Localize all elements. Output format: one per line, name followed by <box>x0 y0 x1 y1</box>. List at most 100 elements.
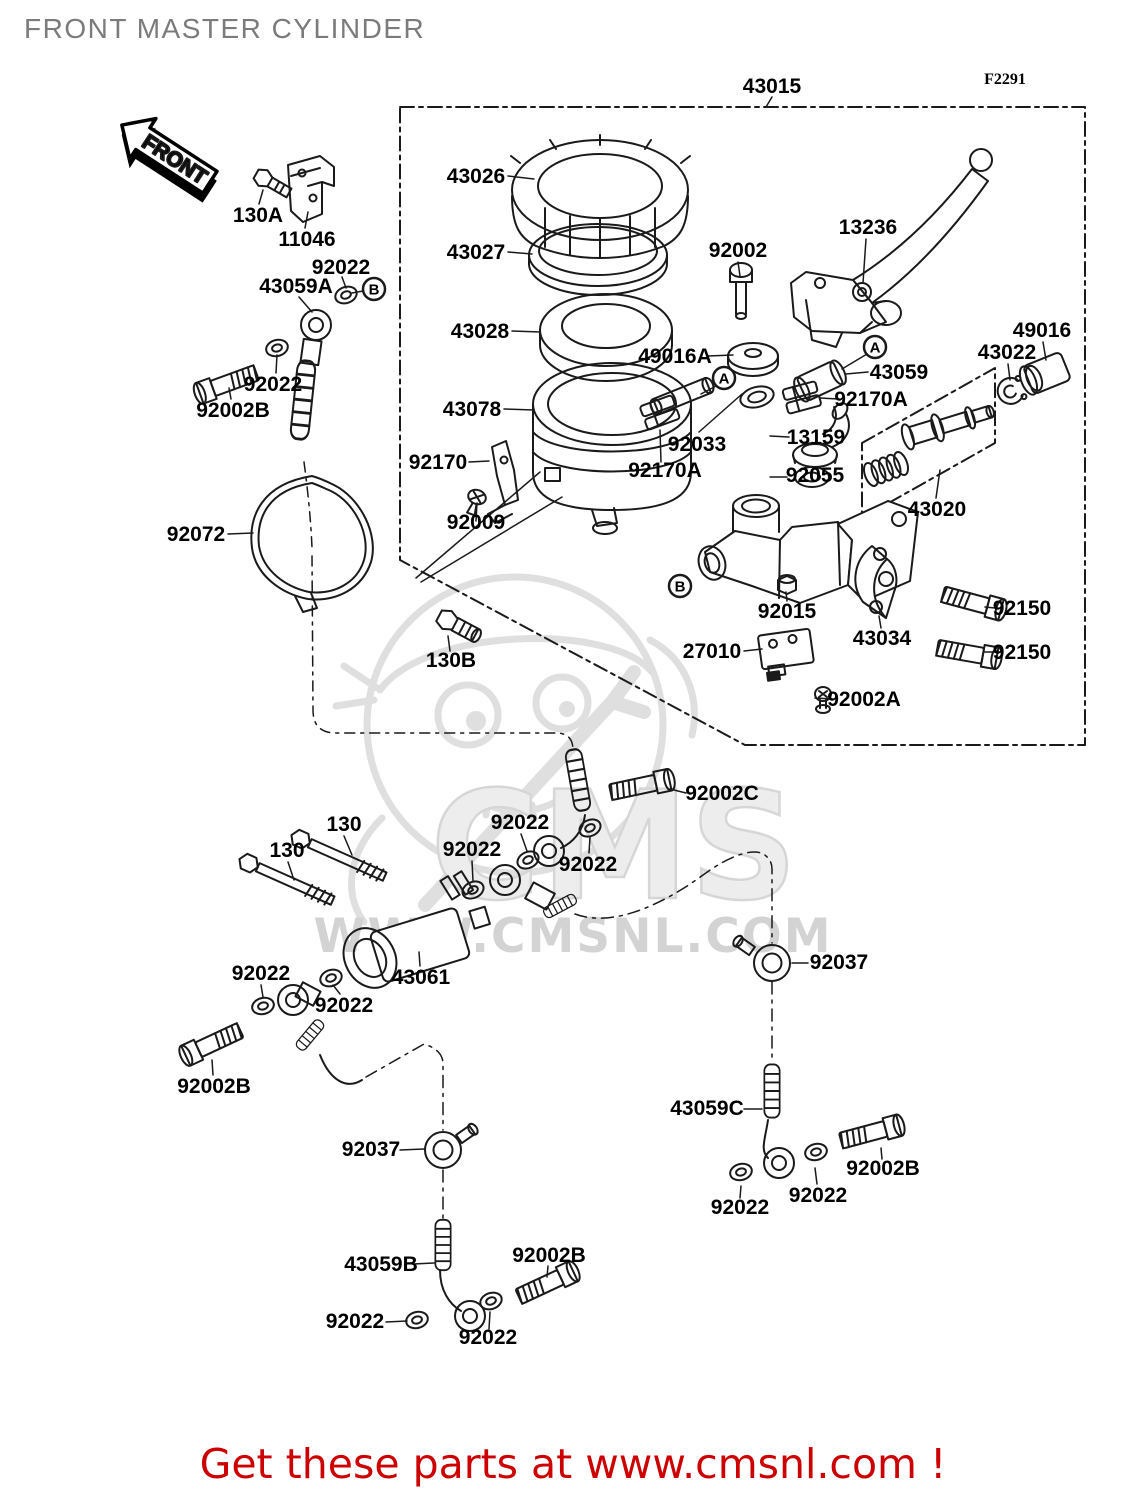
washer-92022 <box>403 1308 431 1332</box>
leader-lines <box>211 96 1047 1330</box>
hose-routing-line <box>365 1043 444 1219</box>
part-label-43059c: 43059C <box>670 1097 744 1120</box>
part-label-92002b: 92002B <box>177 1075 251 1098</box>
ref-marker-circle-b <box>667 573 693 599</box>
part-label-92002c: 92002C <box>685 782 759 805</box>
cap-ring-43027 <box>528 223 668 296</box>
washer-92022 <box>727 1160 755 1184</box>
part-label-92002: 92002 <box>709 239 767 262</box>
part-label-92055: 92055 <box>786 464 845 487</box>
part-label-92022: 92022 <box>232 962 290 985</box>
clamp-43034 <box>854 545 898 619</box>
part-label-92033: 92033 <box>668 433 726 456</box>
brake-lever-13236 <box>790 148 993 348</box>
part-label-92150: 92150 <box>993 597 1051 620</box>
part-label-92022: 92022 <box>491 811 549 834</box>
bolt-92002b <box>837 1112 908 1153</box>
part-label-130: 130 <box>269 839 304 862</box>
piston-kit-43020 <box>862 404 995 487</box>
page-title: FRONT MASTER CYLINDER <box>24 13 425 44</box>
nut-92015 <box>777 574 797 595</box>
footer-banner[interactable]: Get these parts at www.cmsnl.com ! <box>199 1440 947 1488</box>
part-label-130: 130 <box>326 813 361 836</box>
part-label-92002a: 92002A <box>827 688 901 711</box>
sheet-code: F2291 <box>984 71 1026 88</box>
part-label-43059a: 43059A <box>259 275 333 298</box>
ref-marker-letter-a: A <box>719 371 730 388</box>
ref-marker-circle-a <box>711 365 737 391</box>
part-label-49016a: 49016A <box>638 345 712 368</box>
banjo-fitting <box>763 1147 795 1179</box>
bolt-130a <box>252 168 293 199</box>
part-label-92022: 92022 <box>244 373 302 396</box>
piston-cup-49016a <box>727 342 779 377</box>
hose-guard-43059c <box>763 1063 781 1119</box>
part-label-130a: 130A <box>233 204 283 227</box>
part-label-92022: 92022 <box>789 1184 847 1207</box>
part-labels-layer: 43015130A110469202243059A9202292002B9207… <box>167 75 1071 1349</box>
part-label-92002b: 92002B <box>196 399 270 422</box>
band-92072 <box>250 475 374 613</box>
part-label-92037: 92037 <box>342 1138 400 1161</box>
detail-pointer-wedge <box>415 471 563 583</box>
part-label-43061: 43061 <box>392 966 451 989</box>
part-label-92015: 92015 <box>758 600 817 623</box>
cms-skull-logo-watermark <box>332 573 698 926</box>
part-label-92009: 92009 <box>447 511 505 534</box>
part-label-92022: 92022 <box>711 1196 769 1219</box>
piston-cup-49016 <box>1018 352 1071 396</box>
bolt-130b <box>435 609 482 643</box>
junction-43061 <box>294 870 491 1007</box>
part-label-11046: 11046 <box>278 228 335 251</box>
main-assembly-box <box>399 106 1086 746</box>
part-label-43022: 43022 <box>978 341 1036 364</box>
part-label-92037: 92037 <box>810 951 868 974</box>
part-label-92022: 92022 <box>559 853 617 876</box>
part-label-43015: 43015 <box>743 75 802 98</box>
ref-marker-circle-b <box>361 276 387 302</box>
circlip-43022 <box>996 374 1028 405</box>
part-label-43078: 43078 <box>443 398 502 421</box>
part-label-43034: 43034 <box>853 627 912 650</box>
part-label-92022: 92022 <box>459 1326 517 1349</box>
part-label-43059b: 43059B <box>344 1253 418 1276</box>
part-label-13236: 13236 <box>839 216 897 239</box>
ref-marker-circle-a <box>862 334 888 360</box>
part-label-92002b: 92002B <box>512 1244 586 1267</box>
part-label-92022: 92022 <box>315 994 373 1017</box>
screw-92009 <box>466 488 487 517</box>
part-label-92022: 92022 <box>443 838 501 861</box>
ring-92033 <box>739 385 775 409</box>
part-label-43027: 43027 <box>447 241 505 264</box>
ref-marker-letter-a: A <box>870 340 881 357</box>
reservoir-body-43078 <box>532 362 692 535</box>
front-direction-arrow: FRONT <box>120 116 219 203</box>
ref-marker-letter-b: B <box>369 282 380 299</box>
part-label-27010: 27010 <box>683 640 741 663</box>
part-label-130b: 130B <box>426 649 476 672</box>
part-label-92170a: 92170A <box>834 388 908 411</box>
part-label-92022: 92022 <box>312 256 370 279</box>
banjo-fitting-43059a <box>300 309 332 341</box>
washer-92022 <box>316 965 346 991</box>
part-label-92170: 92170 <box>409 451 467 474</box>
piston-kit-box <box>861 367 996 519</box>
hose-routing-line <box>574 851 773 1061</box>
clamp-92037 <box>424 1131 462 1169</box>
watermark-brand-text: CMS <box>430 760 797 934</box>
hose-guard-43059b <box>434 1218 452 1272</box>
part-label-43020: 43020 <box>908 498 966 521</box>
part-label-92022: 92022 <box>326 1310 384 1333</box>
washer-92022 <box>476 1288 506 1314</box>
hose-routing-line <box>303 461 574 751</box>
part-label-13159: 13159 <box>787 426 845 449</box>
bushing-43059 <box>793 359 847 403</box>
part-label-43028: 43028 <box>451 320 510 343</box>
part-label-43026: 43026 <box>447 165 505 188</box>
elbow-joint-13159 <box>792 402 850 468</box>
diaphragm-43028 <box>539 293 673 382</box>
push-rod <box>649 376 715 416</box>
